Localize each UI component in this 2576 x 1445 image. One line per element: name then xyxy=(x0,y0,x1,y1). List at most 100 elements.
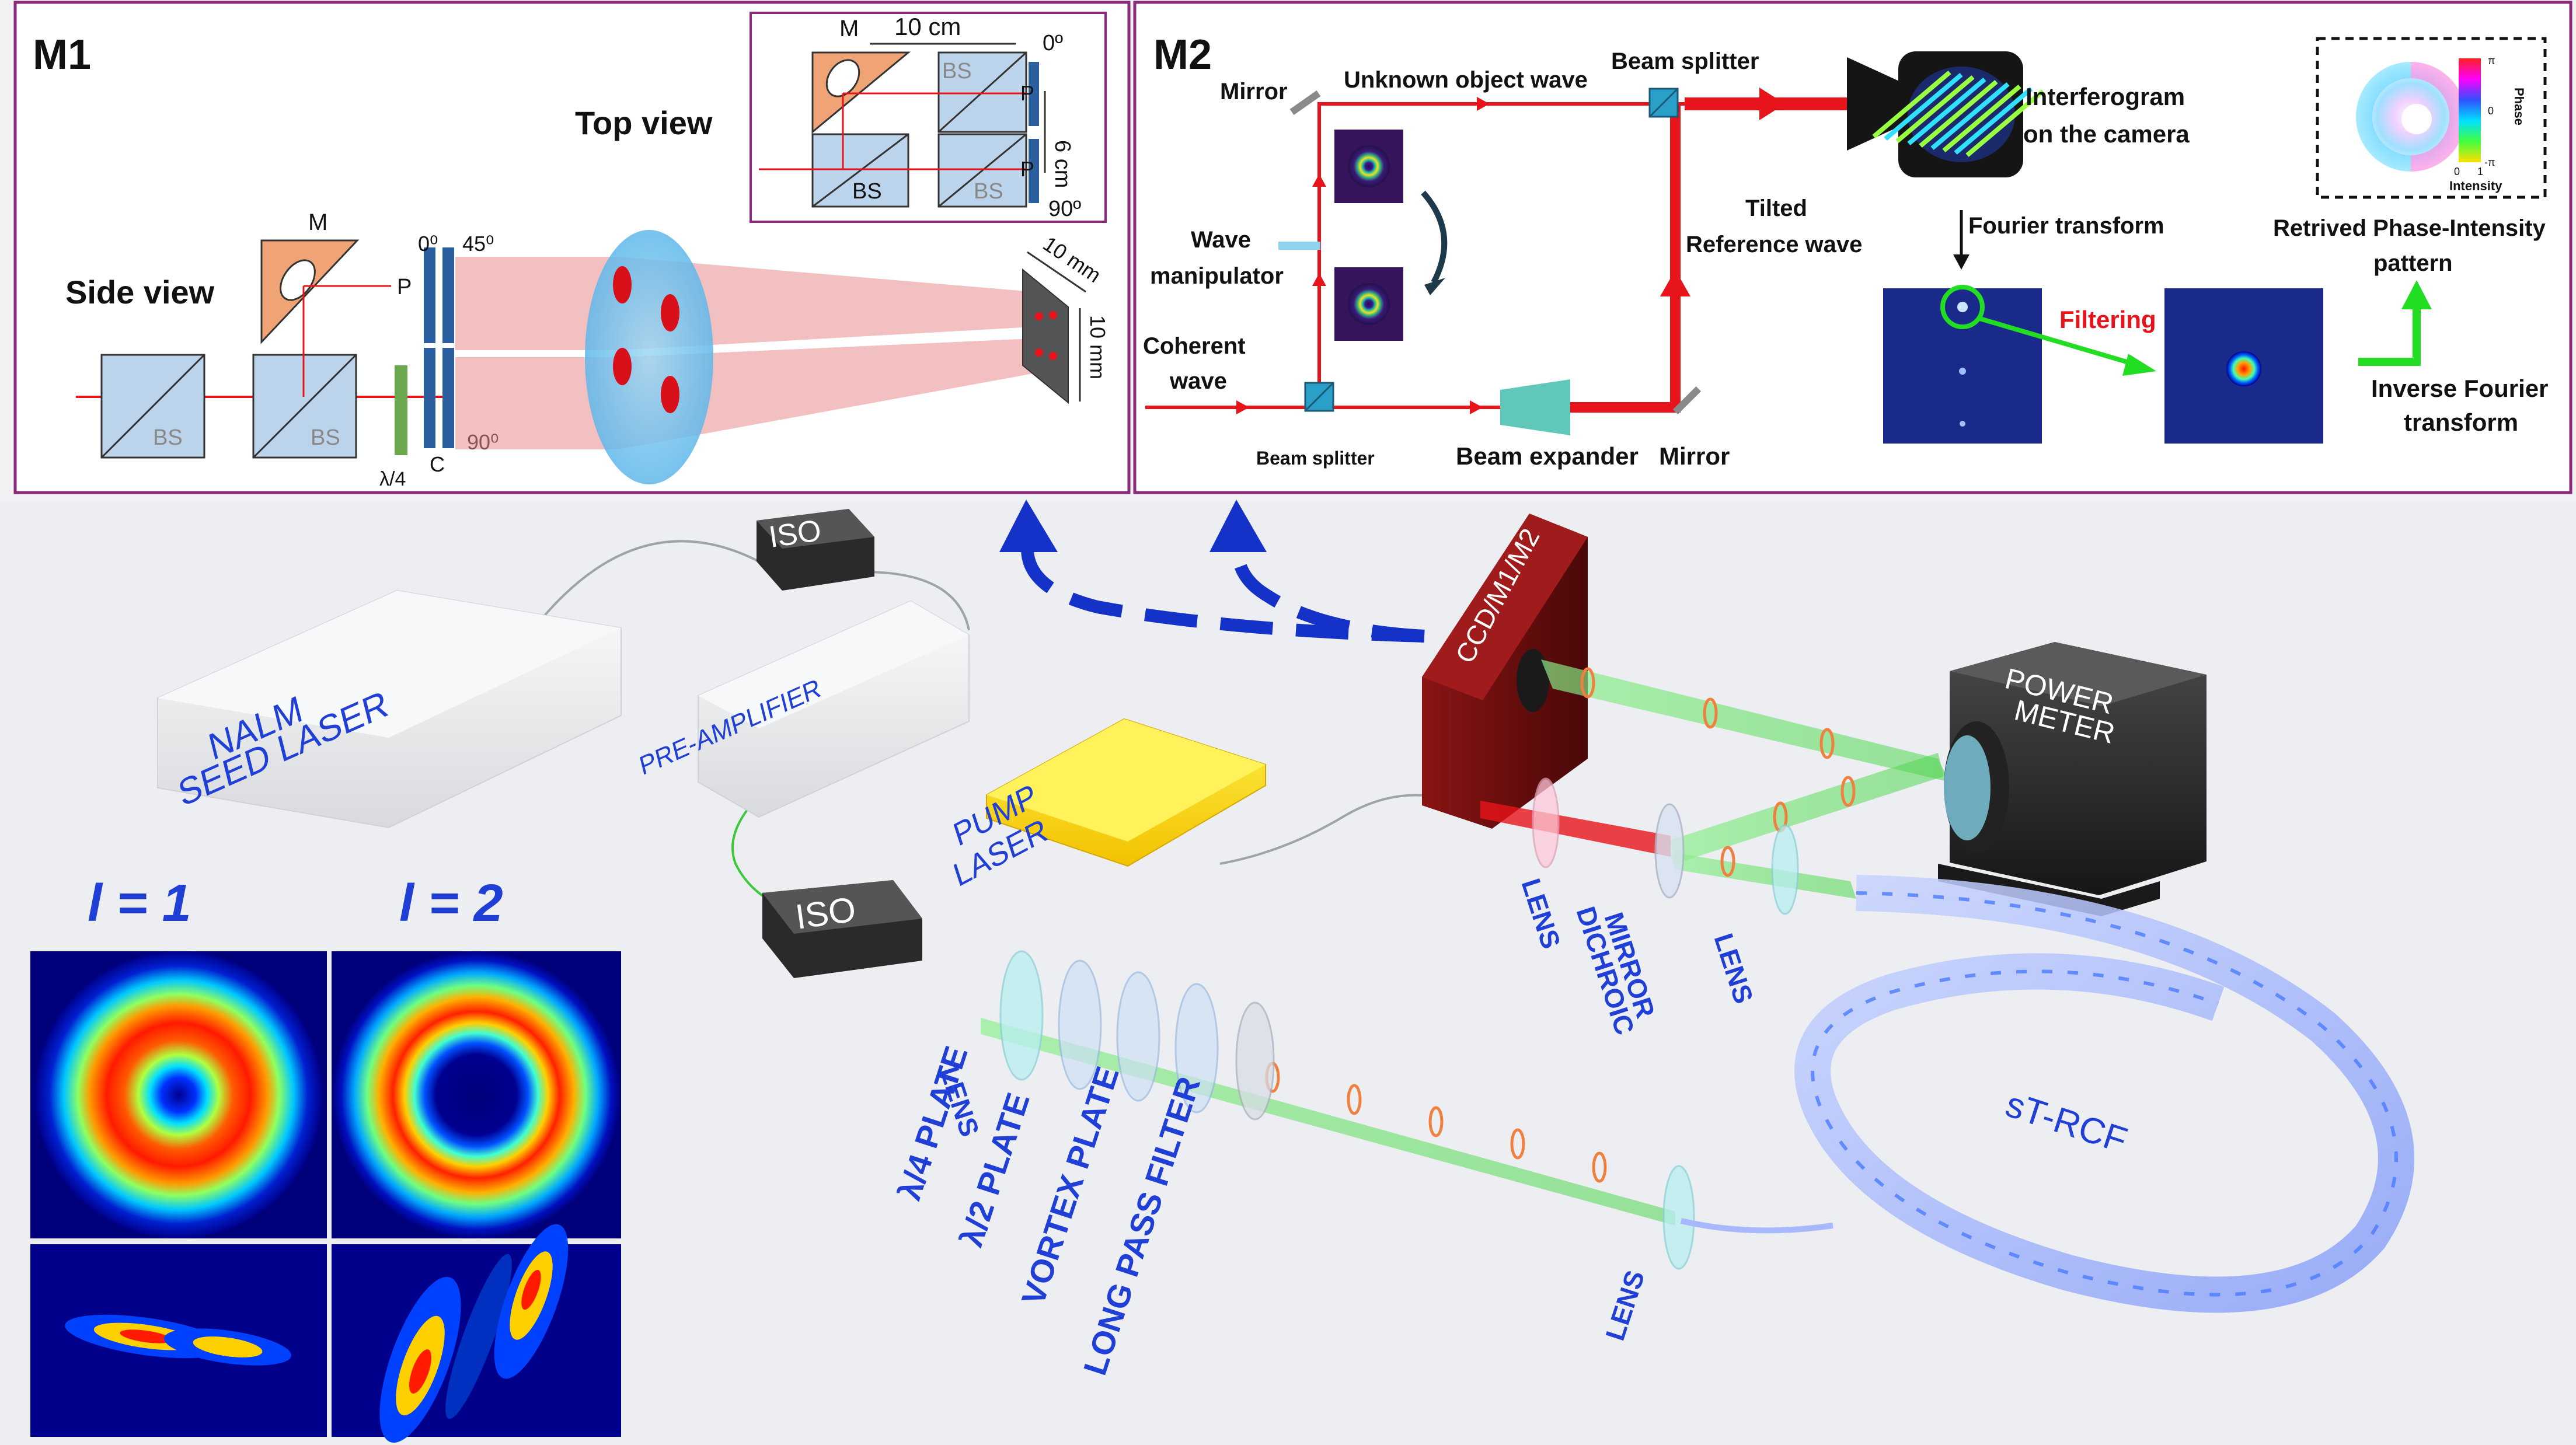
beam-ring xyxy=(1510,1128,1525,1160)
top-mirror-ellipse xyxy=(825,59,860,97)
inset-zero: 0 xyxy=(2488,105,2494,117)
mode-l2-label: l = 2 xyxy=(399,874,503,933)
beam-ring xyxy=(1592,1151,1607,1183)
wave-manipulator-plate xyxy=(1278,242,1320,250)
inset-pi-bottom: -π xyxy=(2484,156,2495,168)
unknown-object-wave-label: Unknown object wave xyxy=(1344,67,1588,93)
interferogram-label-1: Interferogram xyxy=(2026,83,2185,110)
top-angle-90: 90º xyxy=(1048,197,1081,221)
mirror-bottom-label: Mirror xyxy=(1659,442,1730,470)
wave-manipulator-label-1: Wave xyxy=(1191,227,1251,253)
beam-expander xyxy=(1500,379,1570,435)
fringe-line xyxy=(1872,70,1951,139)
beam-ring xyxy=(1347,1084,1362,1115)
fringe-line xyxy=(1895,75,1975,144)
side-polarizer-3 xyxy=(442,247,454,343)
dichroic-optic xyxy=(1654,803,1685,899)
inset-axis-1: 1 xyxy=(2477,166,2483,177)
side-mirror-prism xyxy=(260,239,360,344)
beam-ring xyxy=(1841,776,1856,807)
interferogram-fringes xyxy=(1872,70,2045,158)
seed-laser-box: NALM SEED LASER xyxy=(157,589,622,829)
m2-panel: M2 Mirror Unknown object wa xyxy=(1133,1,2572,494)
top-dim-height: 6 cm xyxy=(1050,140,1075,188)
fringe-line xyxy=(1965,89,2045,158)
m1-target-plate xyxy=(1022,268,1069,404)
m2-label: M2 xyxy=(1153,32,1212,78)
top-bs-3-label: BS xyxy=(974,179,1003,204)
coherent-wave-label-2: wave xyxy=(1169,368,1227,394)
side-polarizer-2 xyxy=(424,348,435,448)
tilted-ref-label-2: Reference wave xyxy=(1686,232,1862,257)
dim-10mm-vertical: 10 mm xyxy=(1086,315,1110,379)
beam-expander-label: Beam expander xyxy=(1456,442,1639,470)
fringe-line xyxy=(1930,82,2010,151)
beam-ring xyxy=(1580,667,1595,699)
inset-phase-label: Phase xyxy=(2512,88,2526,125)
swap-arrow xyxy=(1421,190,1448,284)
tilted-ref-label-1: Tilted xyxy=(1745,196,1807,221)
mode-l1-label: l = 1 xyxy=(88,874,191,933)
iso-bottom-label: ISO xyxy=(793,889,858,937)
m1-lens xyxy=(585,230,713,484)
top-polarizer-2 xyxy=(1029,139,1039,203)
filtering-label: Filtering xyxy=(2059,306,2156,333)
top-bs-2-label: BS xyxy=(852,179,882,204)
top-angle-0: 0º xyxy=(1043,31,1063,55)
beam-ring xyxy=(1703,697,1718,729)
inset-axis-0: 0 xyxy=(2454,166,2460,177)
mode-profiles: l = 1 l = 2 xyxy=(30,874,621,1443)
side-m-label: M xyxy=(308,210,327,235)
top-view-inset: Top view 10 cm M BS BS BS P P 0º 90º xyxy=(575,12,1107,223)
side-polarizer-4 xyxy=(442,348,454,448)
m1-label: M1 xyxy=(33,32,91,78)
mirror-top xyxy=(1289,90,1321,115)
fourier-spectrum-image xyxy=(1883,288,2042,444)
hwp-optic xyxy=(1116,971,1160,1102)
vortex-optic xyxy=(1174,983,1219,1114)
optics-train xyxy=(999,777,1799,1270)
angle-45: 45⁰ xyxy=(462,232,494,256)
iso-top-box: ISO xyxy=(757,509,874,591)
camera-body xyxy=(1847,57,1903,151)
side-polarizer-1 xyxy=(424,247,435,343)
beam-ring xyxy=(1819,728,1835,759)
c-label: C xyxy=(430,452,445,476)
side-view-label: Side view xyxy=(65,274,215,310)
lens-front xyxy=(999,950,1044,1081)
interferogram-label-2: on the camera xyxy=(2023,120,2190,148)
beam-splitter-bottom-label: Beam splitter xyxy=(1256,448,1375,469)
inset-pi-top: π xyxy=(2488,55,2495,67)
top-view-label: Top view xyxy=(575,104,713,141)
fourier-transform-label: Fourier transform xyxy=(1968,213,2164,239)
iso-top-label: ISO xyxy=(767,514,824,554)
lens-ccd xyxy=(1532,777,1560,868)
iso-bottom-box: ISO xyxy=(762,880,922,978)
qwp-plate xyxy=(395,365,407,455)
coherent-wave-label-1: Coherent xyxy=(1143,333,1246,359)
side-bs-1-label: BS xyxy=(153,425,183,450)
filter-circle xyxy=(1940,285,1985,329)
top-bs-1-label: BS xyxy=(942,59,972,83)
power-meter: POWER METER xyxy=(1938,642,2206,916)
mirror-bottom xyxy=(1672,386,1702,415)
beam-ring xyxy=(1720,846,1735,877)
top-dim-width: 10 cm xyxy=(894,13,961,40)
inverse-fourier-label-1: Inverse Fourier xyxy=(2371,375,2548,402)
beam-ring xyxy=(1428,1106,1444,1137)
beam-ring-markers xyxy=(1265,667,1856,1183)
lens-fiber-in xyxy=(1662,1165,1695,1270)
fiber-coil: sT-RCF xyxy=(1680,875,2414,1313)
side-mirror-ellipse xyxy=(280,259,316,301)
side-bs-2-label: BS xyxy=(311,425,340,450)
inset-intensity-label: Intensity xyxy=(2449,179,2502,193)
wave-manipulator-label-2: manipulator xyxy=(1150,263,1284,289)
beam-splitter-top-label: Beam splitter xyxy=(1611,48,1759,74)
qwp-label: λ/4 xyxy=(379,468,406,490)
angle-0: 0⁰ xyxy=(418,232,438,256)
inverse-arrow xyxy=(2358,308,2421,366)
lpf-optic xyxy=(1235,1001,1275,1121)
lens-output xyxy=(1771,824,1799,915)
retrieved-label-2: pattern xyxy=(2373,250,2453,276)
fringe-line xyxy=(1954,86,2033,155)
